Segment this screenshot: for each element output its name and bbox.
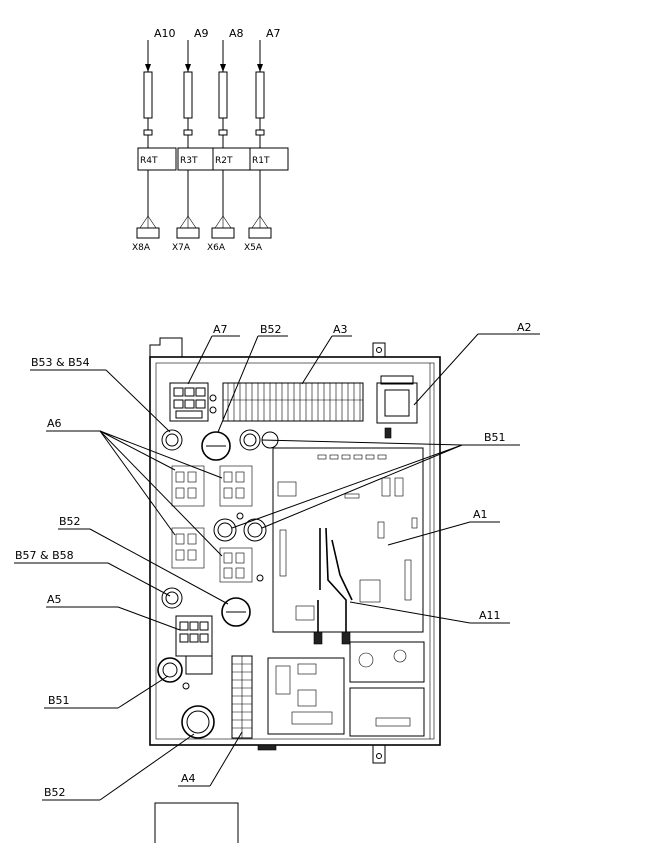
callout-a4: A4 [181,772,196,785]
callout-a5: A5 [47,593,62,606]
callout-a3: A3 [333,323,348,336]
sensor-harness: A9 R3T X7A [172,27,217,253]
connector-label-x8a: X8A [132,243,151,253]
callout-b52-mid: B52 [59,515,81,528]
connector-label-x5a: X5A [244,243,263,253]
callout-b52-top: B52 [260,323,282,336]
callout-b53-b54: B53 & B54 [31,356,90,369]
connector-label-x7a: X7A [172,243,191,253]
callout-a7: A7 [213,323,228,336]
callout-b52-bottom: B52 [44,786,66,799]
sensor-harness: A10 R4T X8A [132,27,177,253]
wire-label-a9: A9 [194,27,209,40]
callout-a1: A1 [473,508,488,521]
wire-label-a8: A8 [229,27,244,40]
callout-a2: A2 [517,321,532,334]
sensor-label-r4t: R4T [140,156,158,166]
sensor-label-r2t: R2T [215,156,233,166]
sensor-harness: A7 R1T X5A [244,27,289,253]
callout-b51-right: B51 [484,431,506,444]
cabinet [149,337,441,764]
callout-b57-b58: B57 & B58 [15,549,74,562]
sensor-label-r1t: R1T [252,156,270,166]
callouts: A7 B52 A3 A2 B53 & B54 A6 B51 A1 [14,321,540,801]
callout-b51-left: B51 [48,694,70,707]
connector-label-x6a: X6A [207,243,226,253]
callout-a6: A6 [47,417,62,430]
sensor-label-r3t: R3T [180,156,198,166]
wire-label-a10: A10 [154,27,176,40]
callout-a11: A11 [479,609,501,622]
sensor-harness: A8 R2T X6A [207,27,252,253]
mounting-bracket [154,802,239,843]
sensor-harness-group: A10 R4T X8A A9 R3T X7A [132,27,289,253]
wire-label-a7-top: A7 [266,27,281,40]
